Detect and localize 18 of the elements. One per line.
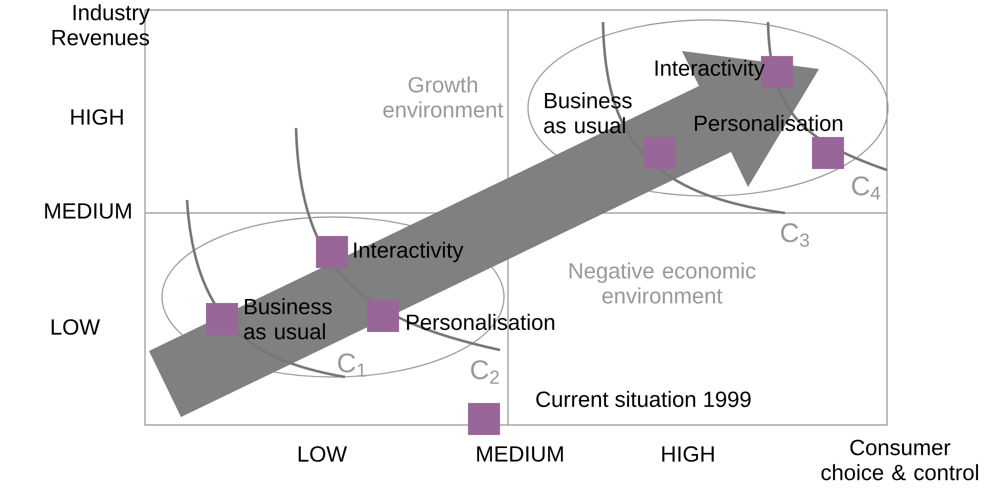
axis-label: LOW (298, 446, 347, 462)
axis-label: HIGH (71, 109, 123, 125)
curve-label: C$_{2}$ (471, 360, 499, 384)
axis-label: Industry Revenues (52, 4, 150, 46)
axis-label: MEDIUM (477, 446, 563, 462)
curve-label: C$_{4}$ (852, 176, 880, 200)
axis-label: MEDIUM (45, 203, 131, 219)
curve-label: C$_{3}$ (781, 223, 809, 247)
point-label: Business as usual (544, 92, 632, 134)
axis-label: HIGH (662, 446, 714, 462)
axis-label: Growth environment (383, 76, 504, 118)
point-label: Interactivity (354, 242, 464, 262)
axis-label: Negative economic environment (570, 262, 756, 304)
point-label: Business as usual (244, 298, 332, 340)
point-label: Personalisation (407, 314, 554, 330)
axis-label: Consumer choice & control (821, 440, 978, 480)
axis-label: LOW (52, 319, 100, 335)
point-label: Current situation 1999 (536, 390, 751, 408)
